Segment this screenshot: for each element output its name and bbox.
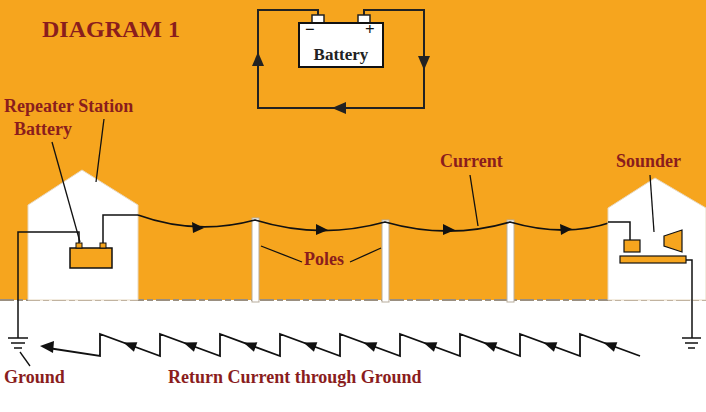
return-current-path: [40, 334, 640, 356]
sounder-armature: [664, 230, 682, 252]
leader-line: [20, 119, 654, 366]
ground-symbol: [8, 338, 28, 348]
telegraph-wire: [138, 215, 612, 231]
arrow-head: [242, 338, 258, 352]
station-battery: [70, 248, 112, 268]
arrow-head: [602, 338, 618, 352]
battery-label: Battery: [14, 120, 72, 140]
ground-area: [0, 300, 706, 412]
line-wire: [103, 215, 138, 243]
arrow-head: [122, 338, 138, 352]
arrow-head: [302, 338, 318, 352]
arrow-head: [422, 338, 438, 352]
arrow-head: [252, 52, 264, 66]
sounder-label: Sounder: [616, 152, 681, 172]
poles-label: Poles: [304, 250, 344, 270]
sounder-base: [620, 256, 686, 263]
diagram-title: DIAGRAM 1: [42, 16, 180, 42]
zigzag-line: [48, 334, 640, 356]
current-loop: [258, 10, 424, 108]
current-label: Current: [440, 152, 503, 172]
ground-wire: [18, 232, 79, 338]
battery-terminal: [76, 243, 82, 248]
battery-label: Battery: [314, 46, 369, 65]
sounder-magnet: [624, 240, 640, 252]
battery-terminal: [100, 243, 106, 248]
ground-label: Ground: [4, 368, 65, 388]
terminal-sign: −: [305, 21, 315, 40]
arrow-head: [332, 102, 346, 114]
station-label: Repeater Station: [4, 97, 133, 117]
repeater-house: [28, 170, 138, 300]
arrow-head: [182, 338, 198, 352]
arrow-head: [40, 341, 54, 353]
return-current-label: Return Current through Ground: [168, 368, 422, 388]
arrow-head: [192, 222, 572, 235]
ground-symbol: [682, 338, 701, 348]
ground-wire: [686, 260, 692, 338]
line-wire: [608, 222, 630, 240]
arrow-head: [482, 338, 498, 352]
terminal-sign: +: [365, 21, 375, 40]
arrow-head: [362, 338, 378, 352]
telegraph-pole: [252, 218, 514, 302]
arrow-head: [418, 56, 430, 70]
arrow-head: [542, 338, 558, 352]
